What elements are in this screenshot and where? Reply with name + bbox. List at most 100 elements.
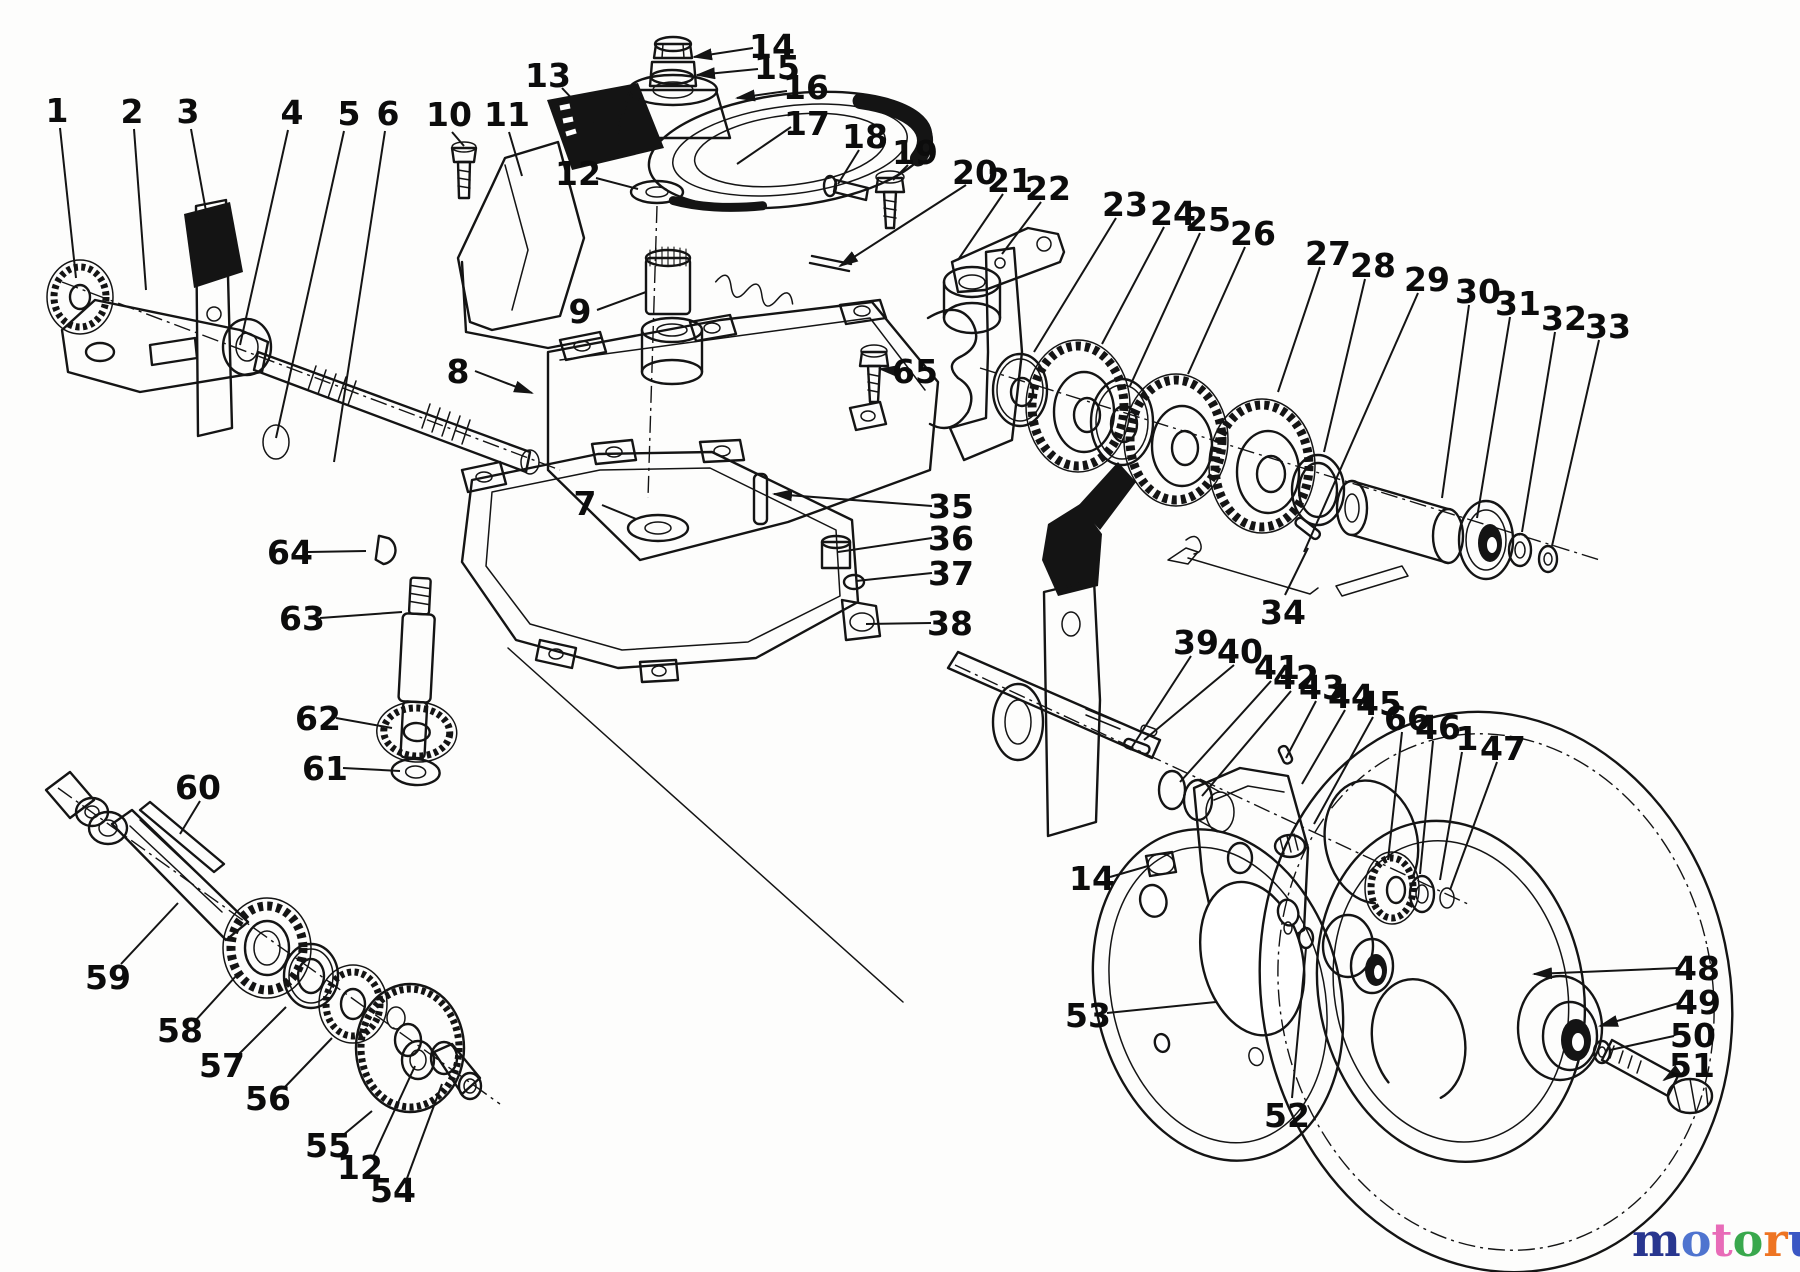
part-callout-58-63: 58 (157, 1011, 203, 1050)
shift-knob (1042, 504, 1102, 596)
leader-line-38-37 (865, 622, 932, 625)
leader-line-36-35 (837, 537, 933, 553)
axle-nut-14-face (1147, 853, 1175, 875)
small-gear-bore (68, 283, 92, 311)
part-callout-59-62: 59 (85, 958, 131, 997)
case-boss-bore (656, 323, 688, 337)
part-callout-41-45: 41 (1254, 648, 1300, 687)
bearing-plate-44 (1192, 766, 1310, 956)
washer-12-top (629, 179, 685, 205)
leader-line-60-61 (179, 800, 201, 835)
part-callout-1-0: 1 (46, 91, 69, 130)
hub-plate-hole-1 (1138, 883, 1168, 918)
thrust-washer (262, 424, 290, 460)
part-callout-29-25: 29 (1404, 260, 1450, 299)
top-nut-facets (661, 43, 685, 59)
case-lug-37 (842, 573, 866, 591)
leader-line-31-27 (1476, 316, 1511, 519)
leader-line-63-39 (319, 611, 403, 619)
leader-line-11-7 (508, 131, 523, 177)
part-callout-3-2: 3 (177, 92, 200, 131)
pan-tab-1 (534, 638, 578, 670)
bolt-65-threads (867, 373, 879, 393)
washer-46 (1408, 874, 1436, 914)
pan-ear-left-hole (475, 471, 493, 483)
leader-line-35-34 (772, 489, 933, 507)
lever-arm-slot (148, 336, 199, 367)
clutch-gear-27-spline (1255, 454, 1287, 494)
part-callout-5-4: 5 (338, 94, 361, 133)
bolt-18-shank (832, 178, 870, 202)
part-callout-16-11: 16 (783, 68, 829, 107)
ring-32-bore (1514, 541, 1526, 559)
washer-57-edge (288, 948, 334, 1004)
assembly-reference-line (507, 647, 904, 1003)
clutch-gear-26-teeth (1125, 375, 1227, 505)
hub-bushing-bore (1374, 965, 1382, 979)
leader-line-14-9 (692, 47, 754, 61)
bevel-gear-62-teeth (380, 704, 454, 760)
leader-line-48-57 (1532, 967, 1679, 980)
leader-line-29-25 (1303, 292, 1419, 553)
brake-rod-hook (1167, 547, 1199, 565)
pivot-cup-bore (958, 274, 986, 290)
pulley-mid-rim (672, 103, 908, 197)
sprocket-55-hole (386, 1006, 406, 1030)
part-callout-57-64: 57 (199, 1046, 245, 1085)
leader-line-50-59 (1609, 1035, 1675, 1051)
bushing-36-top (820, 534, 852, 550)
part-callout-49-58: 49 (1675, 983, 1721, 1022)
part-callout-14-54: 14 (1069, 859, 1115, 898)
drive-plate-25-edge (1095, 384, 1149, 460)
leader-line-40-44 (1143, 664, 1235, 741)
drive-plate-25 (1089, 377, 1155, 467)
washer-7-bore (644, 521, 672, 535)
leader-line-1-0 (59, 127, 77, 279)
gear-shaft-59 (110, 808, 250, 942)
washer-57-bore (296, 957, 326, 995)
pan-spout (840, 598, 882, 642)
woodruff-key-64 (374, 534, 397, 566)
pulley-dark-band-2 (668, 196, 768, 212)
bushing-36 (820, 540, 852, 570)
leader-line-65-32 (878, 365, 899, 378)
pan-body (460, 450, 860, 670)
part-callout-15-10: 15 (754, 48, 800, 87)
pan-ear-mid-hole (605, 446, 623, 458)
washer-7 (626, 513, 690, 543)
crank-axis-line (647, 205, 658, 499)
leader-line-44-48 (1301, 709, 1346, 785)
brake-arm-hole (1036, 236, 1052, 252)
strap-hole (994, 257, 1006, 269)
rubber-pad (184, 202, 243, 288)
part-callout-56-65: 56 (245, 1079, 291, 1118)
leader-line-19-15 (892, 164, 909, 181)
leader-line-27-23 (1277, 266, 1321, 393)
part-callout-60-61: 60 (175, 768, 221, 807)
air-cleaner-knurl (649, 246, 687, 267)
part-callout-21-17: 21 (987, 161, 1033, 200)
leader-line-15-10 (695, 67, 759, 80)
shift-plate (1042, 578, 1102, 838)
pan-tab-2-hole (651, 665, 667, 677)
washer-23 (991, 352, 1049, 428)
leader-line-25-21 (1129, 232, 1201, 387)
leader-line-9-30 (596, 291, 647, 311)
worm-shaft-body (397, 612, 436, 704)
leader-line-34-42 (1284, 547, 1309, 596)
part-callout-47-53: 47 (1480, 729, 1526, 768)
part-callout-20-16: 20 (952, 153, 998, 192)
clutch-gear-26-plate (1150, 404, 1214, 488)
case-boss-bottom (640, 358, 704, 386)
bearing-plate-hole-1 (1226, 841, 1254, 875)
part-callout-8-31: 8 (447, 352, 470, 391)
brake-arm (950, 226, 1066, 294)
part-callout-30-26: 30 (1455, 272, 1501, 311)
hub-plate-rim (1091, 828, 1345, 1162)
bolt-10-threads (457, 169, 471, 189)
bushing-30-rear (1431, 507, 1465, 565)
brake-rod (1187, 557, 1319, 595)
leader-line-58-63 (194, 975, 237, 1022)
part-callout-31-27: 31 (1495, 284, 1541, 323)
